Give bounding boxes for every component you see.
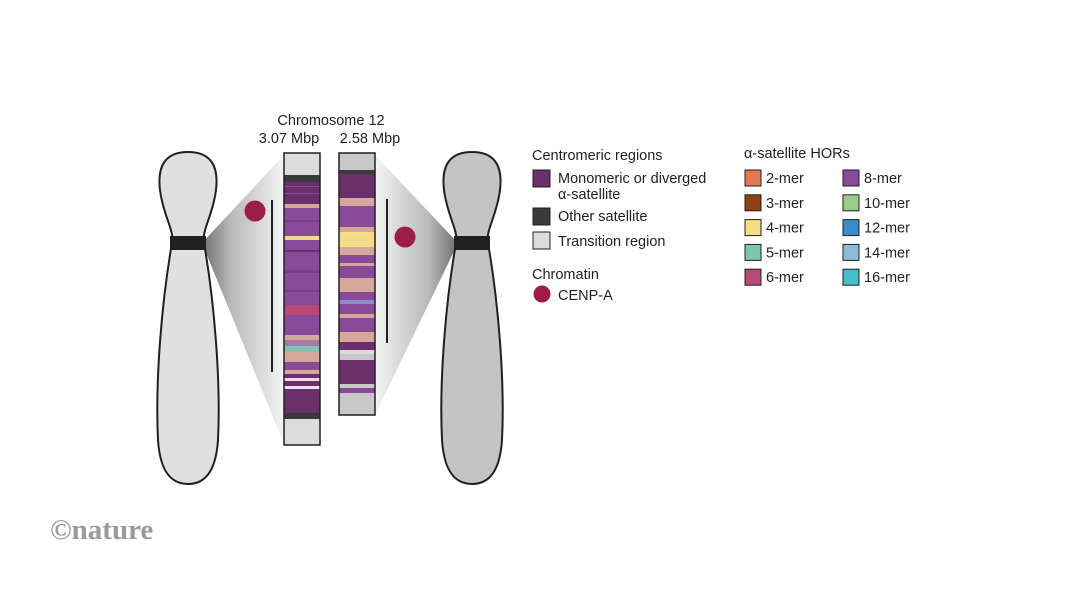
centromere-band-left <box>170 236 206 250</box>
legend-swatch-hor-14-mer <box>842 243 860 261</box>
legend-heading-hors: α-satellite HORs <box>744 146 850 162</box>
assembly-bar-1 <box>283 152 321 446</box>
legend-chromatin: Chromatin CENP-A <box>532 267 613 304</box>
legend-centromeric-regions: Centromeric regions Monomeric or diverge… <box>532 148 710 250</box>
legend-swatch-hor-5-mer <box>744 243 762 261</box>
legend-swatch-hor-2-mer <box>744 169 762 187</box>
legend-heading-chromatin: Chromatin <box>532 267 599 283</box>
legend-label-hor-10-mer: 10-mer <box>864 196 910 212</box>
legend-swatch-hor-12-mer <box>842 219 860 237</box>
zoom-fan-right <box>375 155 458 415</box>
legend-swatch-transition-region <box>532 231 551 250</box>
zoom-fan-left <box>202 155 284 444</box>
legend-label-hor-2-mer: 2-mer <box>766 171 804 187</box>
legend-swatch-hor-16-mer <box>842 268 860 286</box>
legend-label-hor-4-mer: 4-mer <box>766 221 804 237</box>
legend-label-hor-6-mer: 6-mer <box>766 270 804 286</box>
nature-logo: ©nature <box>50 514 153 546</box>
assembly-2-size-label: 2.58 Mbp <box>340 131 400 147</box>
centromere-band-right <box>454 236 490 250</box>
assembly-1-size-label: 3.07 Mbp <box>259 131 319 147</box>
legend-swatch-other-satellite <box>532 207 551 226</box>
cenp-a-marker-left <box>244 200 266 222</box>
legend-swatch-hor-4-mer <box>744 219 762 237</box>
legend-label-hor-14-mer: 14-mer <box>864 245 910 261</box>
chromosome-left <box>156 150 220 486</box>
legend-swatch-cenp-a <box>533 285 551 303</box>
legend-label-transition-region: Transition region <box>558 234 665 250</box>
legend-label-other-satellite: Other satellite <box>558 209 647 225</box>
legend-label-hor-8-mer: 8-mer <box>864 171 902 187</box>
legend-heading-centromeric: Centromeric regions <box>532 148 663 164</box>
legend-swatch-monomeric <box>532 169 551 188</box>
chromosome-right <box>440 150 504 486</box>
legend-label-monomeric: Monomeric or diverged α-satellite <box>558 171 710 203</box>
legend-label-hor-3-mer: 3-mer <box>766 196 804 212</box>
assembly-bar-2 <box>338 152 376 416</box>
cenp-a-marker-right <box>394 226 416 248</box>
legend-swatch-hor-6-mer <box>744 268 762 286</box>
legend-alpha-satellite-hors: α-satellite HORs 2-mer 3-mer 4-mer 5-mer 6-m… <box>744 146 910 286</box>
legend-swatch-hor-8-mer <box>842 169 860 187</box>
legend-swatch-hor-10-mer <box>842 194 860 212</box>
legend-label-hor-16-mer: 16-mer <box>864 270 910 286</box>
legend-label-cenp-a: CENP-A <box>558 288 613 304</box>
legend-label-hor-5-mer: 5-mer <box>766 245 804 261</box>
legend-label-hor-12-mer: 12-mer <box>864 221 910 237</box>
legend-swatch-hor-3-mer <box>744 194 762 212</box>
chromosome-title: Chromosome 12 <box>277 113 384 129</box>
